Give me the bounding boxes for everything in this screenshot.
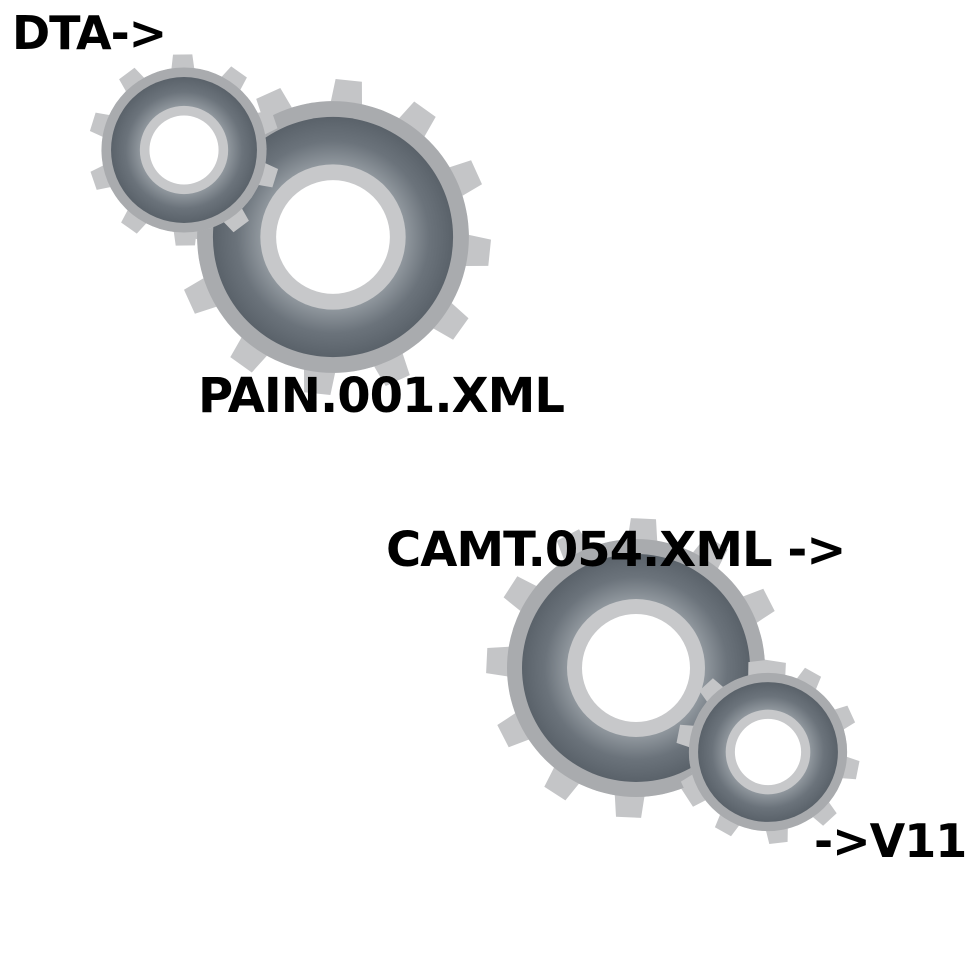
gear-hole: [734, 718, 802, 786]
camt-054-label: CAMT.054.XML ->: [386, 522, 846, 578]
gear-hole: [582, 614, 690, 722]
gear-hole: [149, 115, 219, 185]
gear-hole: [276, 180, 390, 294]
small-gear-icon: [89, 54, 279, 246]
v11-label: ->V11: [814, 814, 967, 868]
pain-001-label: PAIN.001.XML: [198, 368, 565, 424]
small-gear-icon: [676, 660, 860, 844]
dta-label: DTA->: [12, 6, 167, 60]
